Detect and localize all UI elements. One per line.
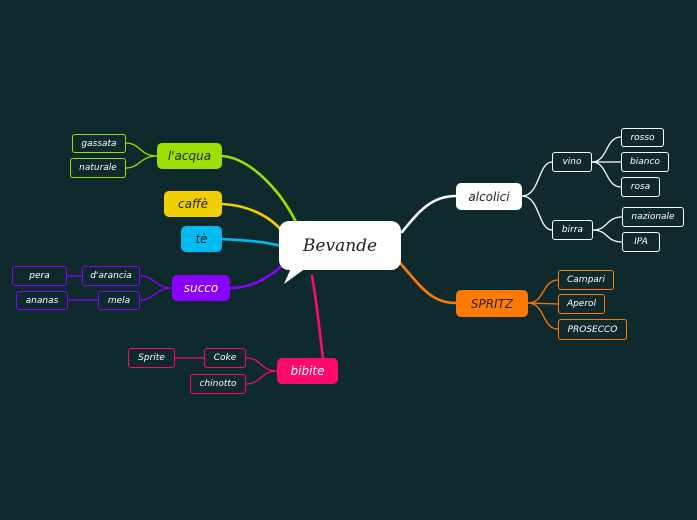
subtopic-ananas[interactable]: ananas — [16, 291, 68, 310]
topic-bibite[interactable]: bibite — [277, 358, 338, 384]
subtopic-rosa[interactable]: rosa — [621, 177, 660, 197]
central-topic[interactable]: Bevande — [279, 221, 401, 270]
subtopic-bianco[interactable]: bianco — [621, 152, 669, 172]
subtopic-coke[interactable]: Coke — [204, 348, 246, 368]
subtopic-vino[interactable]: vino — [552, 152, 592, 172]
topic-alcolici[interactable]: alcolici — [456, 183, 522, 210]
subtopic-nazionale[interactable]: nazionale — [622, 207, 684, 227]
subtopic-mela[interactable]: mela — [98, 291, 140, 310]
topic-acqua[interactable]: l'acqua — [157, 143, 222, 169]
subtopic-prosecco[interactable]: PROSECCO — [558, 319, 627, 340]
subtopic-sprite[interactable]: Sprite — [128, 348, 175, 368]
subtopic-aperol[interactable]: Aperol — [558, 294, 605, 314]
subtopic-pera[interactable]: pera — [12, 266, 67, 286]
subtopic-naturale[interactable]: naturale — [70, 158, 126, 178]
subtopic-gassata[interactable]: gassata — [72, 134, 126, 153]
subtopic-ipa[interactable]: IPA — [622, 232, 660, 252]
topic-te[interactable]: tè — [181, 226, 222, 252]
topic-caffe[interactable]: caffè — [164, 191, 222, 217]
topic-succo[interactable]: succo — [172, 275, 230, 301]
subtopic-campari[interactable]: Campari — [558, 270, 614, 290]
topic-spritz[interactable]: SPRITZ — [456, 290, 528, 317]
subtopic-darancia[interactable]: d'arancia — [82, 266, 140, 286]
subtopic-birra[interactable]: birra — [552, 220, 593, 240]
subtopic-rosso[interactable]: rosso — [621, 128, 664, 147]
subtopic-chinotto[interactable]: chinotto — [190, 374, 246, 394]
